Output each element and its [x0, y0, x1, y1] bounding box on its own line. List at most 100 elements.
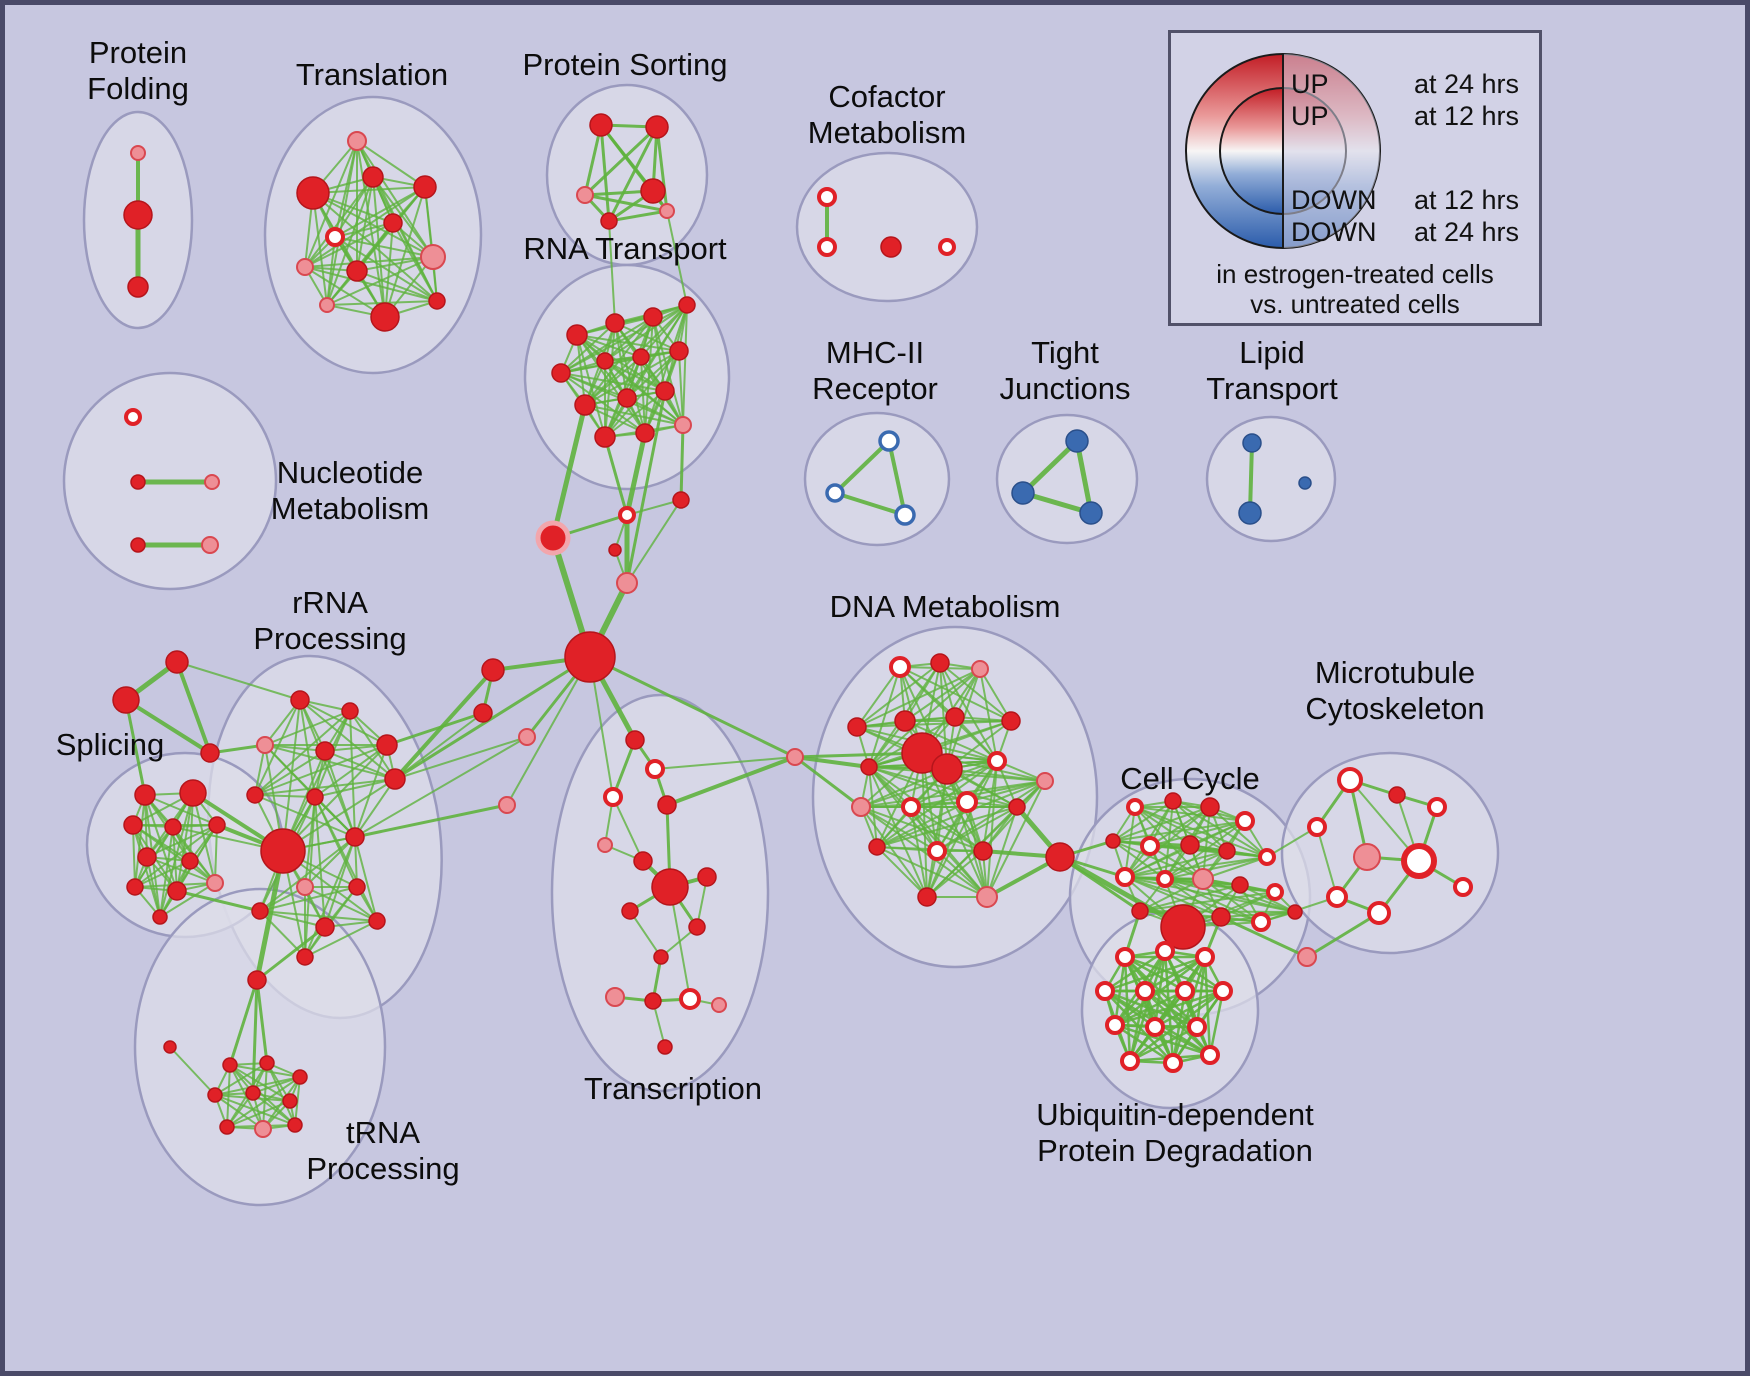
network-edge [385, 711, 485, 747]
cluster-ellipse-microtubule-cytoskeleton [1280, 751, 1500, 955]
network-node-dm20 [917, 887, 937, 907]
cluster-label-ubiquitin-dependent-protein-degradation: Ubiquitin-dependent [1036, 1097, 1314, 1132]
network-node-ft2 [112, 686, 140, 714]
network-node-dm16 [1008, 798, 1026, 816]
network-edge [793, 755, 863, 809]
network-node-mh2 [825, 483, 845, 503]
network-edge [669, 886, 691, 1000]
network-node-rp3 [256, 736, 274, 754]
network-edge [1058, 855, 1142, 913]
network-edge [868, 668, 981, 768]
network-edge [229, 1064, 291, 1102]
network-node-dm2 [930, 653, 950, 673]
network-edge [1113, 989, 1225, 1027]
network-node-h2 [535, 520, 571, 556]
network-edge [1149, 845, 1268, 858]
network-edge [304, 266, 386, 318]
network-edge [793, 751, 924, 759]
network-edge [394, 712, 484, 780]
network-edge [254, 744, 388, 796]
network-edge [176, 661, 301, 701]
network-edge [326, 236, 336, 306]
network-edge [1074, 438, 1094, 516]
network-edge [655, 125, 669, 213]
network-node-mt7 [1453, 877, 1473, 897]
network-node-dm9 [901, 732, 943, 774]
network-edge [392, 222, 438, 302]
network-node-t10 [319, 297, 335, 313]
network-edge [856, 666, 901, 728]
network-node-ub2 [1155, 941, 1175, 961]
network-node-c2 [473, 703, 493, 723]
network-node-cm2 [817, 237, 837, 257]
network-node-ub1 [1115, 947, 1135, 967]
network-edge [354, 736, 528, 838]
network-node-sp11 [152, 909, 168, 925]
network-node-tx14 [679, 988, 701, 1010]
network-node-tn1 [222, 1057, 238, 1073]
network-node-rp1 [290, 690, 310, 710]
network-node-ub8 [1105, 1015, 1125, 1035]
network-edge [356, 176, 374, 272]
network-node-c4 [498, 796, 516, 814]
network-edge [860, 780, 1046, 808]
network-edge [603, 435, 629, 517]
network-edge [324, 836, 356, 928]
network-edge [252, 1076, 301, 1094]
network-node-tn7 [219, 1119, 235, 1135]
network-edge [860, 760, 998, 808]
network-node-rp9 [260, 828, 306, 874]
network-edge [134, 824, 218, 888]
cluster-label-nucleotide-metabolism: Nucleotide [277, 455, 423, 490]
network-edge [226, 1100, 291, 1128]
cluster-ellipse-cofactor-metabolism [795, 151, 979, 303]
network-node-sp10 [206, 874, 224, 892]
network-edge [1239, 884, 1296, 913]
network-edge [584, 350, 680, 406]
network-node-cc3 [1200, 797, 1220, 817]
network-edge [608, 220, 616, 324]
cluster-label-rrna-processing: Processing [253, 621, 406, 656]
network-edge [833, 439, 891, 495]
network-node-tx15 [711, 997, 727, 1013]
network-node-sp4 [164, 818, 182, 836]
network-edge [1316, 826, 1338, 898]
network-edge [356, 270, 438, 302]
network-node-mt3 [1427, 797, 1447, 817]
network-edge [228, 978, 259, 1067]
network-edge [1139, 884, 1241, 912]
network-node-rt11 [655, 381, 675, 401]
network-edge [304, 836, 356, 958]
network-edge [654, 756, 796, 770]
legend: UP at 24 hrs UP at 12 hrs DOWN at 12 hrs… [1168, 30, 1542, 326]
network-edge [356, 140, 434, 258]
network-edge [682, 304, 688, 426]
network-node-sp9 [167, 881, 187, 901]
network-edge [259, 836, 356, 912]
network-edge [259, 910, 378, 922]
cluster-label-protein-folding: Folding [87, 71, 189, 106]
network-node-dm1 [889, 656, 911, 678]
cluster-ellipse-mhc-ii-receptor [803, 411, 951, 547]
network-edge [192, 792, 216, 884]
network-edge [124, 698, 212, 755]
network-node-sp2 [179, 779, 207, 807]
network-edge [353, 803, 509, 839]
network-edge [334, 236, 434, 258]
network-node-rt14 [674, 416, 692, 434]
network-node-c1 [481, 658, 505, 682]
network-node-cc13 [1231, 876, 1249, 894]
network-edge [868, 666, 901, 768]
network-edge [282, 744, 388, 852]
network-node-tx8 [697, 867, 717, 887]
network-node-cc2 [1164, 792, 1182, 810]
network-edge [132, 824, 161, 918]
network-node-rp4 [315, 741, 335, 761]
network-edge [1220, 891, 1276, 918]
cluster-label-tight-junctions: Junctions [1000, 371, 1131, 406]
network-node-tn8 [254, 1120, 272, 1138]
network-edge [254, 794, 316, 798]
network-node-rt13 [635, 423, 655, 443]
network-edge [304, 140, 358, 268]
